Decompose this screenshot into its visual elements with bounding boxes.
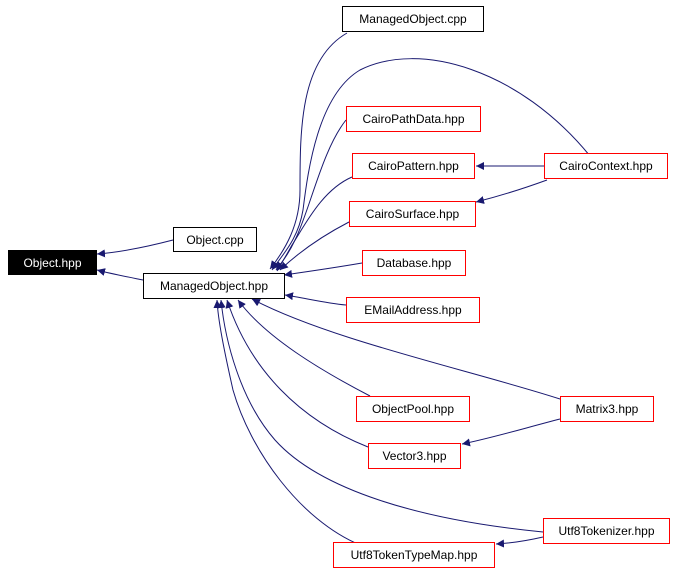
edge-utf8tokenizer-to-utf8tokentypemap: [495, 536, 544, 548]
edge-matrix3-to-vector3: [461, 418, 561, 447]
edge-emailaddress-to-managedobjecthpp: [284, 292, 347, 306]
node-managedobject-cpp[interactable]: ManagedObject.cpp: [342, 6, 484, 32]
node-utf8tokenizer-hpp[interactable]: Utf8Tokenizer.hpp: [543, 518, 670, 544]
edge-database-to-managedobjecthpp: [283, 262, 363, 278]
node-object-cpp[interactable]: Object.cpp: [173, 227, 257, 252]
node-cairocontext-hpp[interactable]: CairoContext.hpp: [544, 153, 668, 179]
node-database-hpp[interactable]: Database.hpp: [362, 250, 466, 276]
edge-objectcpp-to-objecthpp: [96, 239, 174, 258]
node-cairosurface-hpp[interactable]: CairoSurface.hpp: [349, 201, 476, 227]
edge-vector3-to-managedobjecthpp: [225, 299, 369, 448]
node-emailaddress-hpp[interactable]: EMailAddress.hpp: [346, 297, 480, 323]
edge-managedobjecthpp-to-objecthpp: [96, 268, 144, 281]
edge-cairocontext-to-managedobjecthpp: [271, 58, 591, 271]
edge-utf8tokenizer-to-managedobjecthpp: [217, 299, 544, 533]
node-managedobject-hpp[interactable]: ManagedObject.hpp: [143, 273, 285, 299]
node-matrix3-hpp[interactable]: Matrix3.hpp: [560, 396, 654, 422]
edge-cairocontext-to-cairosurface: [475, 179, 548, 204]
edge-cairopathdata-to-managedobjecthpp: [275, 119, 347, 271]
edge-utf8tokentypemap-to-managedobjecthpp: [213, 299, 361, 546]
edge-objectpool-to-managedobjecthpp: [237, 299, 371, 397]
node-cairopathdata-hpp[interactable]: CairoPathData.hpp: [346, 106, 481, 132]
node-object-hpp: Object.hpp: [8, 250, 97, 275]
edge-cairosurface-to-managedobjecthpp: [279, 221, 350, 271]
edge-managedobjectcpp-to-managedobjecthpp: [269, 32, 348, 270]
node-vector3-hpp[interactable]: Vector3.hpp: [368, 443, 461, 469]
node-utf8tokentypemap-hpp[interactable]: Utf8TokenTypeMap.hpp: [333, 542, 495, 568]
edge-matrix3-to-managedobjecthpp: [251, 298, 561, 400]
node-cairopattern-hpp[interactable]: CairoPattern.hpp: [352, 153, 475, 179]
node-objectpool-hpp[interactable]: ObjectPool.hpp: [356, 396, 470, 422]
edge-cairopattern-to-managedobjecthpp: [276, 176, 353, 272]
